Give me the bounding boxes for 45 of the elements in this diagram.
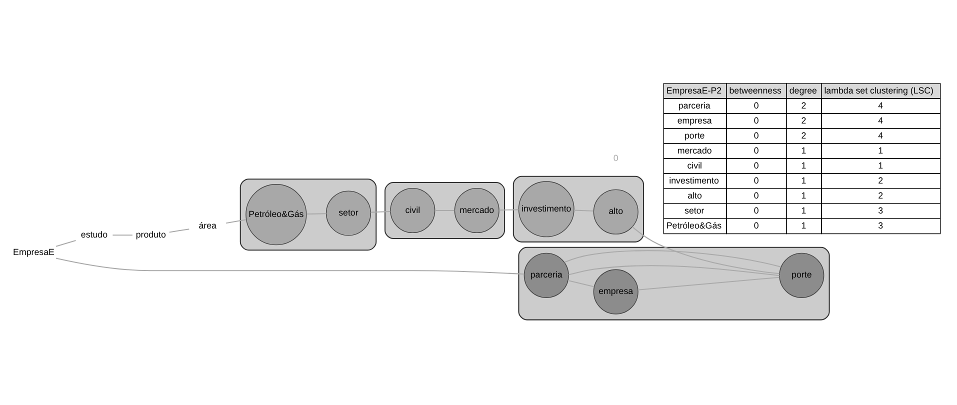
label: 1 — [878, 160, 884, 170]
label: investimento — [669, 174, 719, 185]
label: 1 — [801, 205, 806, 216]
label: EmpresaE-P2 — [666, 84, 722, 95]
label: porte — [684, 130, 705, 140]
label: 4 — [878, 130, 884, 140]
node-text: área — [198, 220, 216, 230]
label: 2 — [878, 174, 884, 185]
label: 2 — [801, 130, 806, 140]
label: 1 — [801, 220, 806, 230]
label: setor — [684, 205, 704, 216]
label: 0 — [754, 144, 759, 155]
label: 4 — [878, 100, 884, 110]
label: lambda set clustering (LSC) — [824, 84, 934, 95]
label: 2 — [878, 190, 884, 200]
label: 0 — [754, 100, 759, 110]
label: 1 — [801, 190, 806, 200]
label: 1 — [801, 160, 806, 170]
node-text: estudo — [80, 228, 108, 239]
label: 4 — [878, 114, 884, 125]
node-text: produto — [136, 228, 166, 239]
label: 0 — [754, 130, 759, 140]
label: parceria — [678, 100, 710, 110]
label: 0 — [754, 174, 759, 185]
label: 1 — [801, 144, 806, 155]
label: empresa — [677, 114, 712, 125]
label: civil — [687, 160, 702, 170]
label: 1 — [878, 144, 884, 155]
label: degree — [789, 84, 817, 95]
label: Petróleo&Gás — [666, 220, 722, 230]
node-text: EmpresaE — [13, 246, 54, 257]
label: mercado — [677, 144, 712, 155]
label: 0 — [754, 160, 759, 170]
label: 2 — [801, 100, 806, 110]
label: betweenness — [729, 84, 782, 95]
label: 0 — [754, 190, 759, 200]
label: 0 — [754, 114, 759, 125]
label: 3 — [878, 205, 884, 216]
label: 0 — [754, 205, 759, 216]
label: 3 — [878, 220, 884, 230]
label: 2 — [801, 114, 806, 125]
label: 1 — [801, 174, 806, 185]
label: 0 — [754, 220, 759, 230]
label: 0 — [613, 152, 618, 162]
label: alto — [688, 190, 702, 200]
